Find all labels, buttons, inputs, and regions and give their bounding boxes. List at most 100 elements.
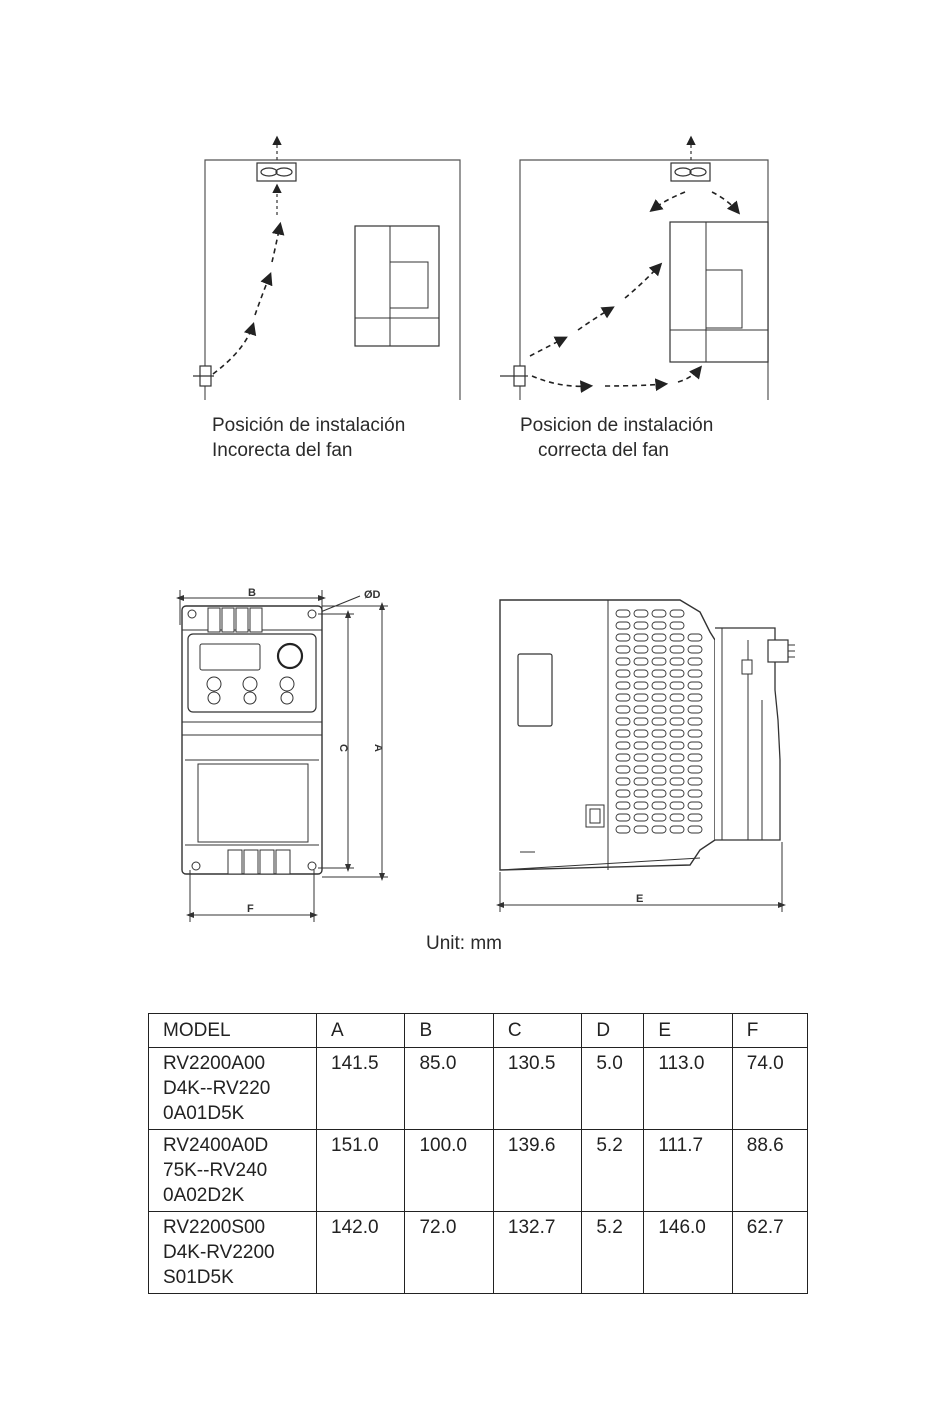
- value-cell: 142.0: [315, 1211, 406, 1294]
- value-cell: 139.6: [492, 1129, 583, 1212]
- table-row: RV2200S00 D4K-RV2200 S01D5K 142.0 72.0 1…: [148, 1211, 809, 1294]
- fin-slot: [633, 609, 649, 618]
- value-cell: 74.0: [731, 1047, 809, 1130]
- fin-slot: [615, 717, 631, 726]
- fin-slot: [669, 765, 685, 774]
- fin-slot: [687, 741, 703, 750]
- fin-slot: [615, 657, 631, 666]
- fin-slot: [615, 621, 631, 630]
- table-row: RV2400A0D 75K--RV240 0A02D2K 151.0 100.0…: [148, 1129, 809, 1212]
- model-line: RV2200S00: [163, 1217, 266, 1238]
- model-line: D4K--RV220: [163, 1078, 271, 1099]
- fin-slot: [615, 753, 631, 762]
- fin-slot: [633, 633, 649, 642]
- header-model: MODEL: [148, 1013, 317, 1048]
- fin-slot: [633, 669, 649, 678]
- fin-slot: [651, 681, 667, 690]
- fin-slot: [615, 777, 631, 786]
- value-cell: 111.7: [643, 1129, 733, 1212]
- fin-slot: [651, 657, 667, 666]
- fin-slot: [615, 825, 631, 834]
- fin-slot: [615, 765, 631, 774]
- header-d: D: [581, 1013, 645, 1048]
- fin-slot: [669, 693, 685, 702]
- caption-line: Incorecta del fan: [212, 440, 353, 461]
- fin-slot: [651, 609, 667, 618]
- fin-slot: [651, 705, 667, 714]
- value-cell: 141.5: [315, 1047, 406, 1130]
- fin-slot: [687, 825, 703, 834]
- fin-slot: [651, 621, 667, 630]
- value-cell: 146.0: [643, 1211, 733, 1294]
- model-cell: RV2200A00 D4K--RV220 0A01D5K: [148, 1047, 317, 1130]
- top-fan-icon: [670, 162, 711, 182]
- fin-slot: [633, 657, 649, 666]
- fin-slot: [633, 753, 649, 762]
- dim-label-e: E: [636, 893, 643, 905]
- fin-slot: [615, 729, 631, 738]
- caption-line: correcta del fan: [538, 440, 669, 461]
- fin-slot: [687, 645, 703, 654]
- fin-slot: [687, 693, 703, 702]
- fin-slot: [687, 777, 703, 786]
- value-cell: 72.0: [404, 1211, 494, 1294]
- fin-slot: [687, 705, 703, 714]
- value-cell: 5.2: [581, 1129, 645, 1212]
- fin-slot: [615, 645, 631, 654]
- fin-slot: [633, 705, 649, 714]
- fin-slot: [687, 801, 703, 810]
- fin-slot: [651, 669, 667, 678]
- value-cell: 100.0: [404, 1129, 494, 1212]
- value-cell: 132.7: [492, 1211, 583, 1294]
- dimension-table: MODEL A B C D E F RV2200A00 D4K--RV220 0…: [148, 1013, 809, 1294]
- fin-slot: [669, 789, 685, 798]
- value-cell: 5.2: [581, 1211, 645, 1294]
- model-line: RV2400A0D: [163, 1135, 269, 1156]
- fin-slot: [615, 741, 631, 750]
- fin-slot: [615, 705, 631, 714]
- fin-slot: [687, 813, 703, 822]
- fin-slot: [669, 609, 685, 618]
- fin-slot: [669, 813, 685, 822]
- fin-slot: [687, 789, 703, 798]
- fin-slot: [651, 789, 667, 798]
- fin-slot: [651, 717, 667, 726]
- fin-slot: [651, 801, 667, 810]
- fin-slot: [651, 753, 667, 762]
- fin-slot: [669, 717, 685, 726]
- fin-slot: [687, 717, 703, 726]
- fin-slot: [687, 633, 703, 642]
- table-header-row: MODEL A B C D E F: [148, 1013, 809, 1048]
- caption-line: Posición de instalación: [212, 415, 406, 436]
- incorrect-caption: Posición de instalación Incorecta del fa…: [212, 413, 405, 463]
- fin-slot: [669, 633, 685, 642]
- fin-slot: [669, 753, 685, 762]
- fin-slot: [651, 825, 667, 834]
- fin-slot: [615, 801, 631, 810]
- model-line: D4K-RV2200: [163, 1242, 275, 1263]
- fin-slot: [615, 813, 631, 822]
- correct-caption: Posicion de instalación correcta del fan: [520, 413, 713, 463]
- fin-slot: [615, 633, 631, 642]
- fin-slot: [633, 741, 649, 750]
- fin-slot: [633, 801, 649, 810]
- value-cell: 130.5: [492, 1047, 583, 1130]
- value-cell: 113.0: [643, 1047, 733, 1130]
- fin-slot: [615, 693, 631, 702]
- fin-slot: [633, 765, 649, 774]
- dim-label-b: B: [248, 587, 256, 599]
- fin-slot: [669, 825, 685, 834]
- value-cell: 5.0: [581, 1047, 645, 1130]
- fin-slot: [633, 645, 649, 654]
- fin-slot: [669, 621, 685, 630]
- fin-slot: [651, 765, 667, 774]
- model-cell: RV2400A0D 75K--RV240 0A02D2K: [148, 1129, 317, 1212]
- fin-slot: [615, 681, 631, 690]
- fin-slot: [669, 657, 685, 666]
- fin-slot: [687, 657, 703, 666]
- fin-slot: [669, 777, 685, 786]
